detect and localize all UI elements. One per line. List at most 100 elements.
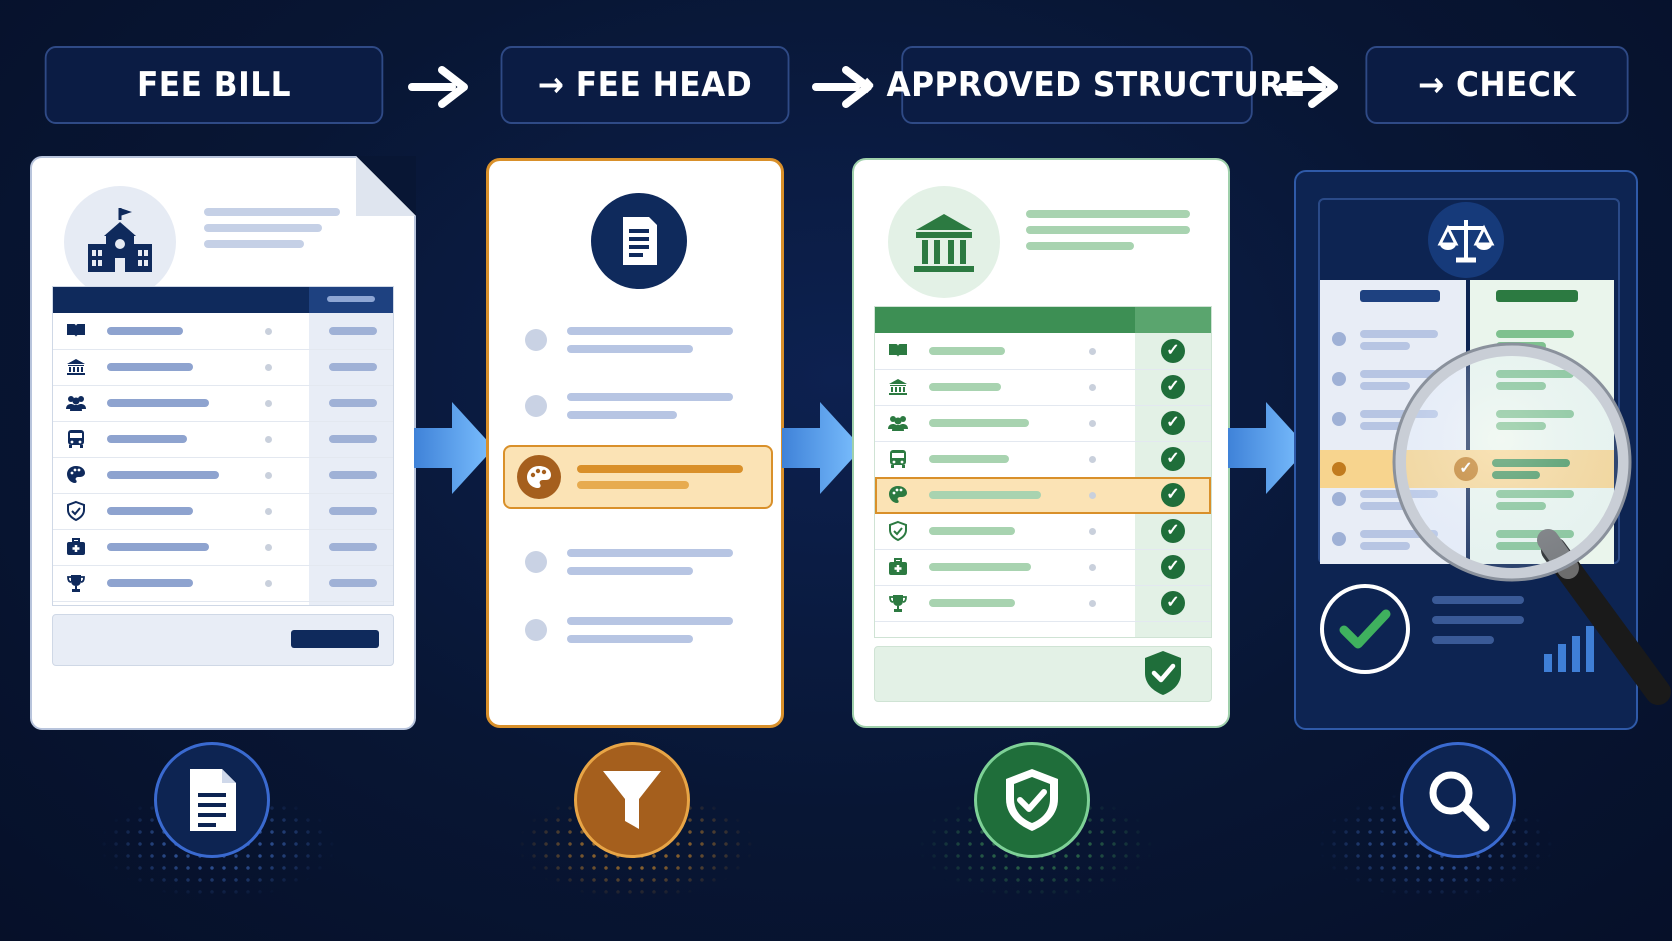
table-row: ✓ [875, 477, 1211, 514]
row-dot [1089, 491, 1096, 499]
bus-icon [65, 428, 87, 454]
table-row: ✓ [875, 333, 1211, 370]
placeholder-line [107, 363, 193, 371]
balance-scale-icon [1428, 202, 1504, 278]
table-row: ✓ [875, 405, 1211, 442]
table-row: ✓ [875, 441, 1211, 478]
list-item [525, 611, 745, 651]
folded-corner-icon [356, 156, 416, 216]
placeholder-line [1432, 636, 1494, 644]
total-button[interactable] [291, 630, 379, 648]
placeholder-line [107, 399, 209, 407]
medical-kit-icon [887, 556, 909, 582]
stage-label-text: → CHECK [1417, 65, 1577, 105]
check-complete-icon [1320, 584, 1410, 674]
stage-label-approved-structure: → APPROVED STRUCTURE [848, 46, 1305, 124]
placeholder-line [107, 507, 193, 515]
bank-icon [887, 376, 909, 402]
table-row: ✓ [875, 513, 1211, 550]
row-dot [265, 327, 272, 335]
list-item [525, 543, 745, 583]
list-item [1320, 364, 1466, 394]
placeholder-line [1432, 596, 1524, 604]
flow-arrow-icon [1228, 402, 1308, 494]
stage-label-text: → FEE HEAD [537, 65, 753, 105]
flow-arrow-icon [414, 402, 494, 494]
people-icon [65, 392, 87, 418]
row-dot [1089, 347, 1096, 355]
row-dot [1089, 527, 1096, 535]
status-column-header [1135, 307, 1211, 333]
check-icon: ✓ [1161, 483, 1185, 507]
row-dot [1089, 599, 1096, 607]
list-item [1320, 324, 1466, 354]
row-dot [265, 435, 272, 443]
placeholder-line [929, 527, 1015, 535]
placeholder-line [204, 240, 304, 248]
bank-icon [65, 356, 87, 382]
amount-placeholder [329, 399, 377, 407]
book-icon [887, 340, 909, 366]
arrow-right-icon [1278, 66, 1338, 108]
shield-icon [887, 520, 909, 546]
check-icon: ✓ [1161, 375, 1185, 399]
amount-column [309, 313, 393, 605]
row-dot [1089, 455, 1096, 463]
row-dot [1089, 383, 1096, 391]
shield-check-icon [974, 742, 1090, 858]
check-icon: ✓ [1161, 555, 1185, 579]
placeholder-line [1026, 226, 1190, 234]
row-dot [265, 471, 272, 479]
list-item [525, 321, 745, 361]
placeholder-line [1432, 616, 1524, 624]
table-row: ✓ [875, 369, 1211, 406]
stage-label-text: → APPROVED STRUCTURE [848, 65, 1306, 105]
approved-structure-card: ✓✓✓✓✓✓✓✓ [852, 158, 1230, 728]
table-row [53, 529, 393, 566]
bank-building-icon [888, 186, 1000, 298]
placeholder-line [107, 579, 193, 587]
check-icon: ✓ [1161, 339, 1185, 363]
row-dot [265, 543, 272, 551]
arrow-right-icon [812, 66, 872, 108]
stage-label-fee-bill: FEE BILL [44, 46, 384, 124]
list-item [1320, 404, 1466, 434]
table-row: ✓ [875, 549, 1211, 586]
row-dot [265, 507, 272, 515]
row-dot [1089, 419, 1096, 427]
palette-icon [65, 464, 87, 490]
amount-placeholder [329, 435, 377, 443]
amount-placeholder [329, 363, 377, 371]
school-building-icon [64, 186, 176, 298]
fee-head-card [486, 158, 784, 728]
table-row [53, 493, 393, 530]
placeholder-line [929, 383, 1001, 391]
shield-icon [65, 500, 87, 526]
amount-placeholder [329, 471, 377, 479]
amount-placeholder [329, 327, 377, 335]
table-row [53, 565, 393, 602]
placeholder-line [1026, 210, 1190, 218]
placeholder-line [204, 208, 340, 216]
selected-fee-head-item[interactable] [503, 445, 773, 509]
amount-column-header [309, 287, 393, 313]
placeholder-line [1026, 242, 1134, 250]
table-row [53, 349, 393, 386]
filter-funnel-icon [574, 742, 690, 858]
flow-arrow-icon [782, 402, 862, 494]
amount-placeholder [329, 579, 377, 587]
trophy-icon [887, 592, 909, 618]
document-icon [154, 742, 270, 858]
placeholder-line [929, 599, 1015, 607]
placeholder-line [929, 563, 1031, 571]
stage-label-check: → CHECK [1365, 46, 1629, 124]
stage-label-fee-head: → FEE HEAD [500, 46, 790, 124]
placeholder-line [107, 543, 209, 551]
table-footer [874, 646, 1212, 702]
placeholder-line [107, 327, 183, 335]
table-row [53, 385, 393, 422]
row-dot [265, 363, 272, 371]
stage-label-text: FEE BILL [136, 65, 292, 105]
check-icon: ✓ [1161, 591, 1185, 615]
fee-bill-card [30, 156, 416, 730]
